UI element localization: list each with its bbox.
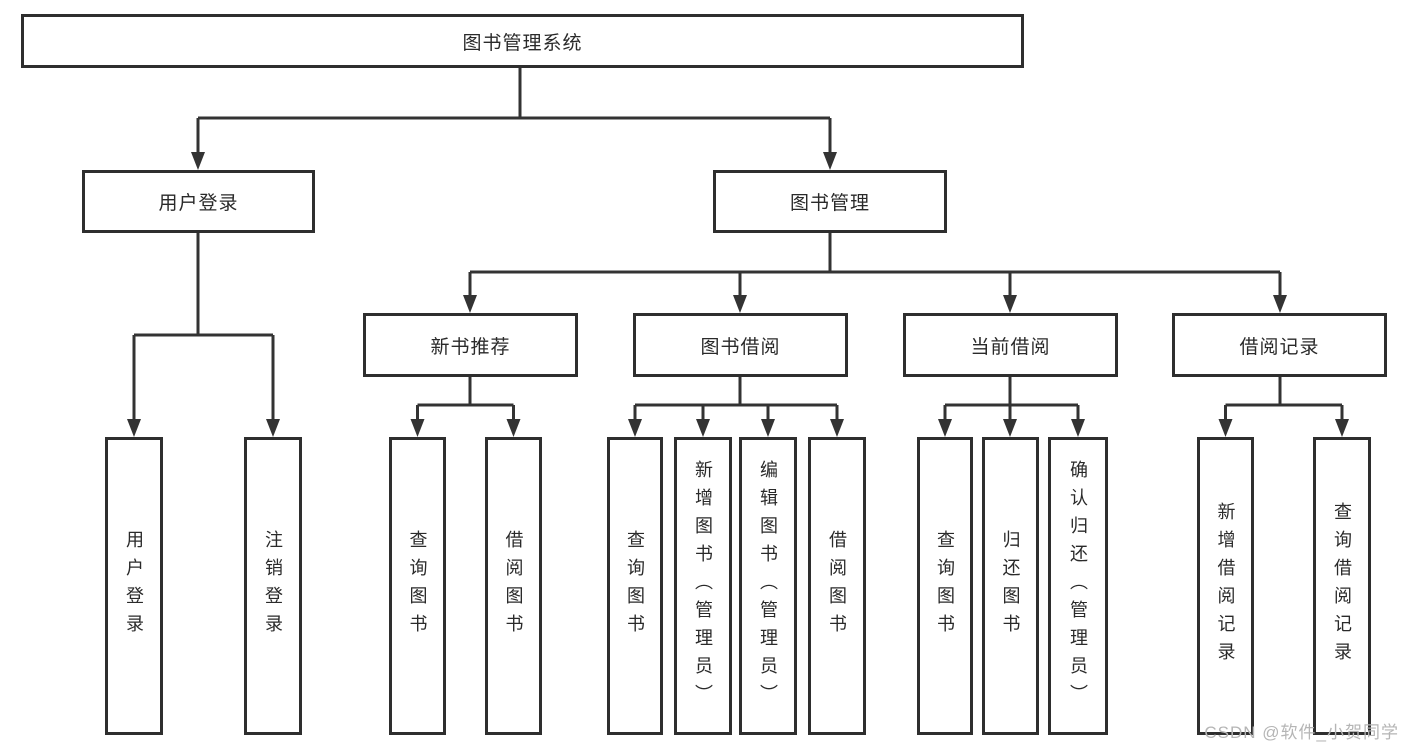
leaf-borrow-edit-book-admin-label: 编辑图书（管理员） [758,460,778,712]
node-library-system: 图书管理系统 [21,14,1024,68]
leaf-borrow-borrow-book-label: 借阅图书 [827,530,847,642]
leaf-borrow-add-book-admin: 新增图书（管理员） [674,437,732,735]
node-user-login: 用户登录 [82,170,315,233]
node-book-borrow: 图书借阅 [633,313,848,377]
node-user-login-label: 用户登录 [158,193,239,214]
leaf-records-add-record-label: 新增借阅记录 [1215,502,1236,670]
edges-book-management [468,233,1282,298]
leaf-newbook-query-book-label: 查询图书 [407,530,428,642]
node-new-book-recommend-label: 新书推荐 [430,336,511,358]
leaf-user-login-label: 用户登录 [124,530,144,642]
edges-borrow-records [1224,377,1344,422]
node-library-system-label: 图书管理系统 [462,32,583,54]
leaf-current-confirm-return-admin-label: 确认归还（管理员） [1068,460,1088,712]
leaf-current-query-book: 查询图书 [917,437,973,735]
edges-current-borrow [943,377,1080,422]
leaf-user-login: 用户登录 [105,437,163,735]
node-new-book-recommend: 新书推荐 [363,313,578,377]
leaf-borrow-query-book: 查询图书 [607,437,663,735]
leaf-logout-label: 注销登录 [263,530,283,642]
leaf-logout: 注销登录 [244,437,302,735]
leaf-borrow-edit-book-admin: 编辑图书（管理员） [739,437,797,735]
leaf-current-return-book-label: 归还图书 [1000,530,1021,642]
edges-root [196,68,832,155]
leaf-records-query-record-label: 查询借阅记录 [1332,502,1352,670]
leaf-newbook-borrow-book-label: 借阅图书 [503,530,524,642]
leaf-current-confirm-return-admin: 确认归还（管理员） [1048,437,1108,735]
node-borrow-records-label: 借阅记录 [1239,336,1320,358]
edges-book-borrow [633,377,839,422]
edges-new-book-recommend [416,377,515,422]
node-book-borrow-label: 图书借阅 [700,336,781,358]
leaf-borrow-borrow-book: 借阅图书 [808,437,866,735]
node-current-borrow-label: 当前借阅 [970,336,1051,358]
leaf-current-query-book-label: 查询图书 [935,530,955,642]
leaf-newbook-borrow-book: 借阅图书 [485,437,542,735]
leaf-records-query-record: 查询借阅记录 [1313,437,1371,735]
csdn-watermark: CSDN @软件_小贺同学 [1204,723,1399,742]
node-book-management-label: 图书管理 [789,193,870,214]
node-book-management: 图书管理 [713,170,947,233]
edges-user-login [132,233,275,422]
leaf-newbook-query-book: 查询图书 [389,437,446,735]
leaf-borrow-add-book-admin-label: 新增图书（管理员） [693,460,713,712]
leaf-borrow-query-book-label: 查询图书 [625,530,645,642]
leaf-current-return-book: 归还图书 [982,437,1039,735]
node-current-borrow: 当前借阅 [903,313,1118,377]
node-borrow-records: 借阅记录 [1172,313,1387,377]
leaf-records-add-record: 新增借阅记录 [1197,437,1254,735]
